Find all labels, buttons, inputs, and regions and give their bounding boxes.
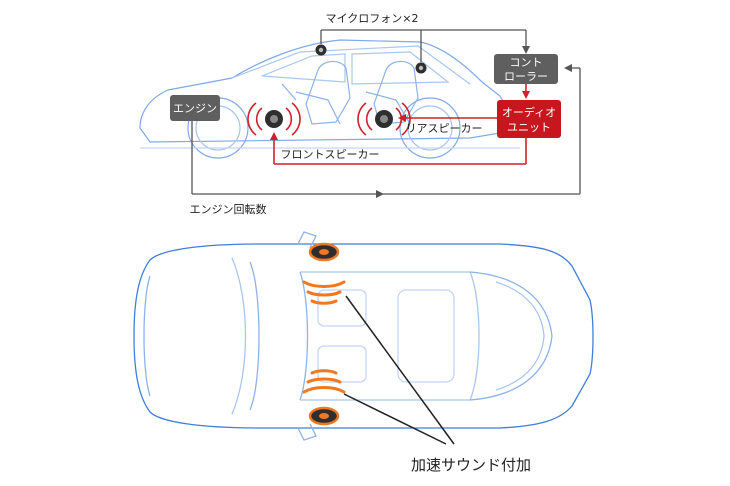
callout-lines — [343, 295, 455, 445]
engine-box: エンジン — [170, 95, 220, 121]
front-speaker-icon — [265, 110, 283, 128]
rear-speaker-icon — [375, 110, 393, 128]
audio-unit-label-line2: ユニット — [507, 121, 551, 134]
front-speaker-label: フロントスピーカー — [281, 148, 380, 161]
top-speaker-upper-icon — [308, 242, 340, 262]
controller-label-line2: ローラー — [504, 70, 548, 83]
rear-speaker-label: リアスピーカー — [406, 122, 483, 135]
microphone-front-icon — [315, 44, 327, 56]
top-speaker-waves-lower — [302, 369, 346, 394]
audio-unit-label-line1: オーディオ — [502, 105, 556, 119]
audio-unit-box: オーディオ ユニット — [497, 100, 561, 138]
top-speaker-lower-icon — [308, 406, 340, 426]
microphone-rear-icon — [415, 62, 427, 74]
engine-rpm-label: エンジン回転数 — [190, 203, 267, 216]
front-speaker-waves — [247, 102, 301, 136]
microphones-label: マイクロフォン×2 — [326, 12, 419, 25]
engine-label: エンジン — [173, 102, 217, 115]
top-view-car — [133, 231, 594, 441]
side-view-car — [139, 39, 520, 159]
signal-lines — [191, 29, 581, 198]
controller-box: コント ローラー — [494, 54, 558, 84]
added-sound-label: 加速サウンド付加 — [411, 456, 531, 474]
controller-label-line1: コント — [510, 56, 543, 69]
audio-lines — [270, 84, 530, 165]
top-speaker-waves-upper — [302, 280, 346, 305]
